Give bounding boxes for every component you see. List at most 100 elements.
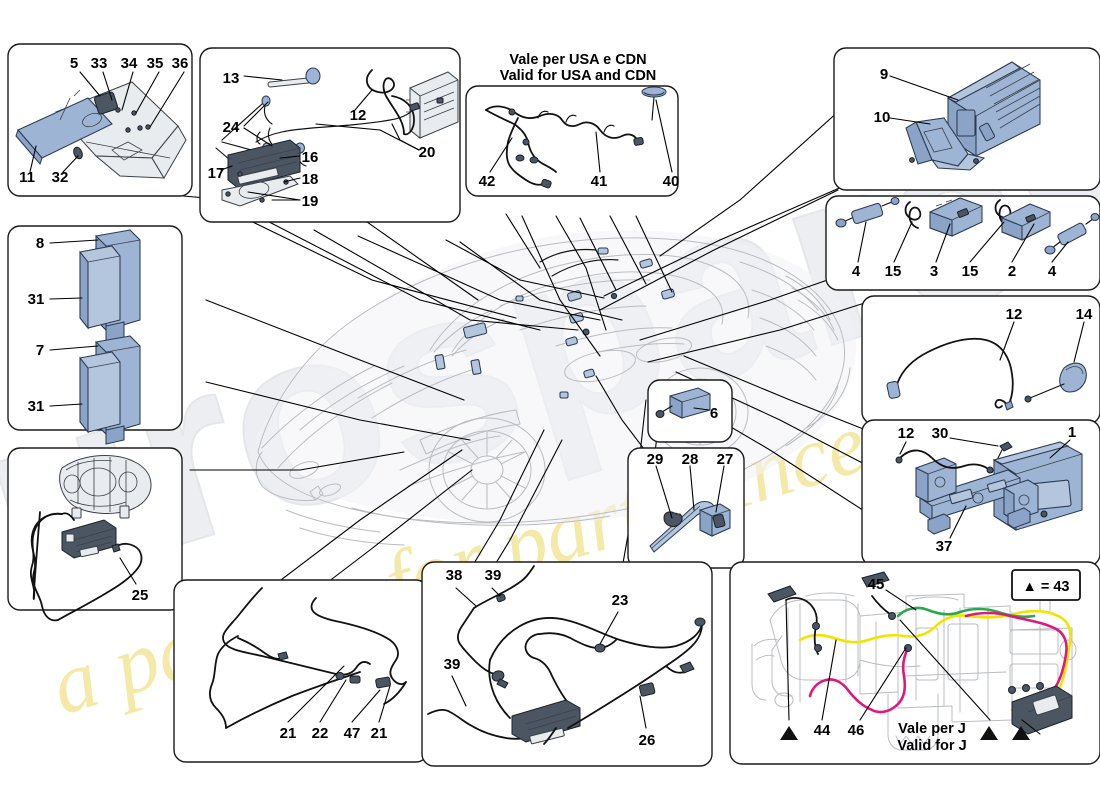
cable-12 (886, 337, 1014, 411)
callout-34: 34 (121, 55, 138, 72)
panel-roof-console-assembly[interactable]: 5 33 34 35 36 11 32 (7, 43, 193, 197)
callout-40: 40 (663, 173, 680, 190)
callout-5: 5 (70, 55, 78, 72)
callout-28: 28 (682, 451, 699, 468)
callout-7: 7 (36, 342, 44, 359)
panel-speaker-modules[interactable]: 8 31 7 31 (7, 225, 183, 445)
callout-10: 10 (874, 109, 891, 126)
callout-17: 17 (208, 165, 225, 182)
panel-antenna-clip-set[interactable]: 4 15 3 15 2 4 (825, 195, 1100, 291)
callout-26: 26 (639, 732, 656, 749)
panel-instrument-cluster[interactable]: 25 (7, 447, 183, 622)
screw-13 (267, 67, 321, 88)
clip-15-right (994, 199, 1012, 227)
callout-21-b: 21 (371, 725, 388, 742)
panel-rear-harness[interactable]: 38 39 39 23 26 (421, 561, 713, 767)
callout-9: 9 (880, 66, 888, 83)
ecu-17 (227, 139, 301, 189)
callout-18: 18 (302, 171, 319, 188)
callout-2: 2 (1008, 263, 1016, 280)
callout-11: 11 (19, 169, 35, 186)
bracket-10 (905, 117, 986, 171)
panel-microphone-support[interactable]: 29 28 27 (627, 447, 745, 569)
mic-assembly (649, 500, 731, 553)
harness-42 (485, 105, 644, 189)
callout-41: 41 (591, 173, 608, 190)
antenna-base-14 (1024, 362, 1087, 403)
panel-control-unit-bracket[interactable]: 13 24 12 16 17 18 19 20 (199, 47, 461, 223)
callout-12-p11: 12 (898, 425, 915, 442)
speaker-7 (79, 335, 141, 445)
panel-telematic-unit[interactable]: 12 30 1 37 (861, 419, 1100, 567)
callout-33: 33 (91, 55, 108, 72)
callout-31-a: 31 (28, 291, 45, 308)
callout-42: 42 (479, 173, 496, 190)
callout-37: 37 (936, 538, 953, 555)
antenna-4-right (1044, 212, 1100, 255)
antenna-4-left (835, 196, 900, 228)
callout-36: 36 (172, 55, 189, 72)
callout-21-a: 21 (280, 725, 297, 742)
callout-16: 16 (302, 149, 319, 166)
callout-35: 35 (147, 55, 164, 72)
callout-47: 47 (344, 725, 361, 742)
panel-usa-cdn-harness[interactable]: Vale per USA e CDN Valid for USA and CDN (465, 52, 680, 197)
module-2 (1001, 203, 1051, 241)
callout-3: 3 (930, 263, 938, 280)
callout-14: 14 (1076, 306, 1093, 323)
antenna-40 (641, 86, 667, 121)
car-component-markers (434, 247, 675, 399)
black-wires (767, 571, 912, 655)
legend-43-text: ▲ = 43 (1022, 579, 1069, 595)
cluster-body (59, 455, 152, 519)
wire-magenta (808, 646, 910, 714)
callout-13: 13 (223, 70, 240, 87)
callout-24: 24 (223, 119, 240, 136)
callout-6: 6 (710, 405, 718, 422)
amplifier-module-9 (946, 61, 1041, 157)
panel-front-harness[interactable]: 21 22 47 21 (173, 579, 429, 763)
usa-cdn-title-en: Valid for USA and CDN (500, 68, 657, 84)
legend-43-box: ▲ = 43 (1011, 569, 1081, 601)
gps-receiver-6 (655, 387, 711, 419)
module-3 (929, 197, 983, 237)
module-and-cable-25 (30, 511, 143, 622)
j-title-en: Valid for J (897, 738, 966, 754)
callout-32: 32 (52, 169, 69, 186)
callout-20: 20 (419, 144, 436, 161)
cable-12-p11 (895, 449, 994, 474)
panel-amplifier-bracket[interactable]: 9 10 (833, 47, 1100, 191)
usa-cdn-title-it: Vale per USA e CDN (509, 52, 646, 68)
callout-1: 1 (1068, 424, 1076, 441)
callout-39-b: 39 (444, 656, 461, 673)
callout-4-left: 4 (852, 263, 861, 280)
callout-29: 29 (647, 451, 664, 468)
support-37 (915, 457, 1048, 535)
callout-39-a: 39 (485, 567, 502, 584)
callout-22: 22 (312, 725, 329, 742)
callout-15-left: 15 (885, 263, 902, 280)
callout-12-p2: 12 (350, 107, 367, 124)
screw-30 (997, 441, 1013, 459)
speaker-8 (79, 229, 141, 343)
callout-19: 19 (302, 193, 319, 210)
callout-25: 25 (132, 587, 149, 604)
callout-30: 30 (932, 425, 949, 442)
panel-cable-antenna-base[interactable]: 12 14 (861, 295, 1100, 425)
callout-12-p7: 12 (1006, 306, 1023, 323)
callout-27: 27 (717, 451, 734, 468)
callout-8: 8 (36, 235, 44, 252)
callout-45: 45 (868, 576, 885, 593)
panel-gps-module[interactable]: 6 (647, 379, 733, 443)
callout-38: 38 (446, 567, 463, 584)
callout-44: 44 (814, 722, 831, 739)
panel-japan-variant[interactable]: ▲ = 43 Vale per J Valid for J 45 44 (729, 561, 1100, 765)
module-and-harness-26 (488, 617, 706, 745)
front-wheel (428, 417, 546, 523)
callout-31-b: 31 (28, 398, 45, 415)
j-title-it: Vale per J (898, 721, 966, 737)
callout-46: 46 (848, 722, 865, 739)
callout-23: 23 (612, 592, 629, 609)
